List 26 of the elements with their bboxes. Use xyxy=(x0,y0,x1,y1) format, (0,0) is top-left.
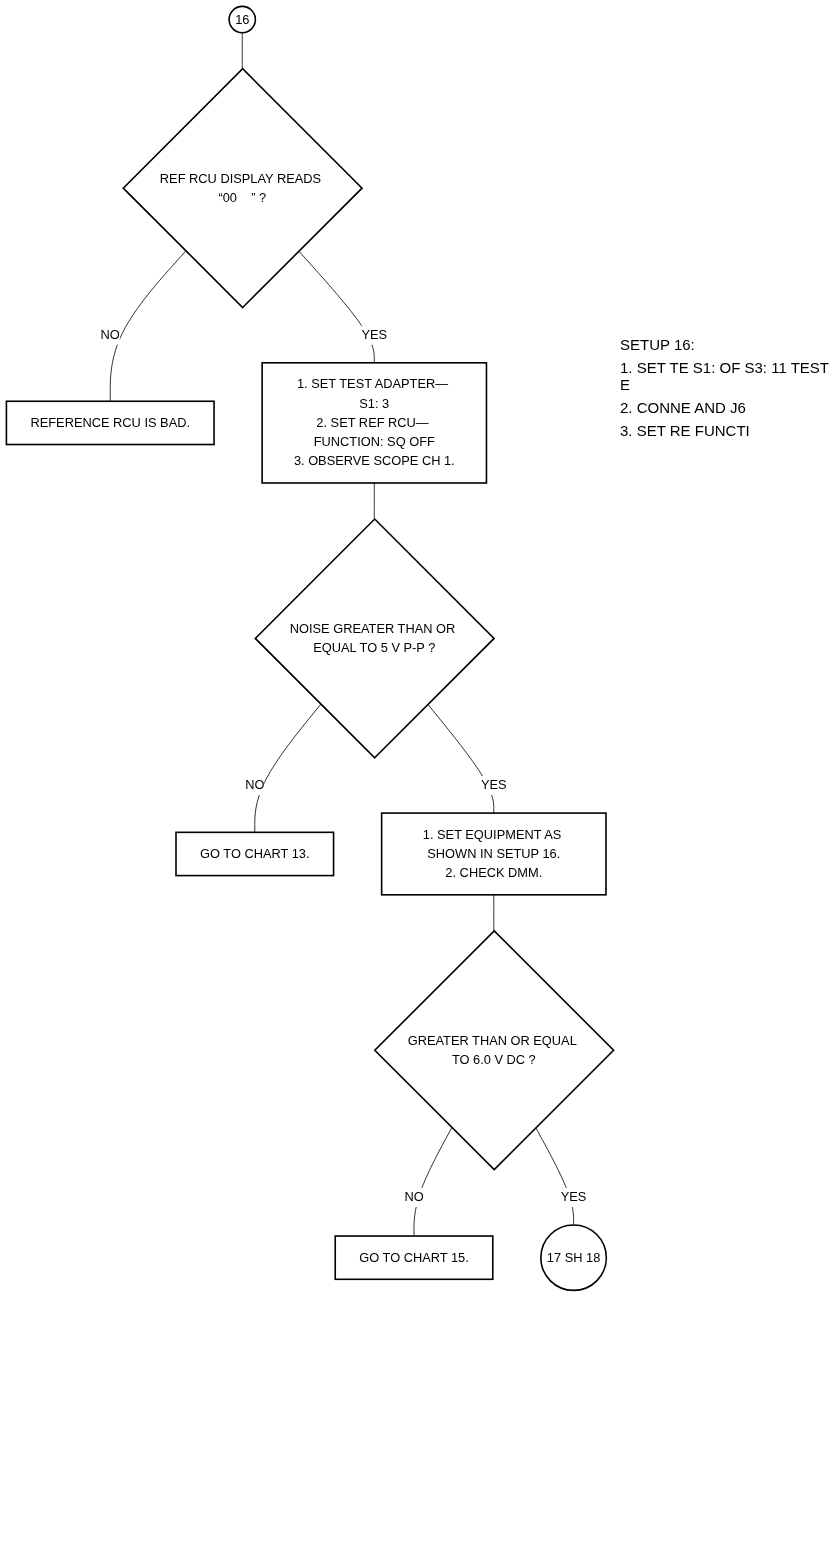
connector xyxy=(254,703,322,833)
setup-note: 3. SET RE FUNCTI xyxy=(620,422,751,439)
node-circle: 17 SH 18 xyxy=(540,1224,608,1292)
setup-note: SETUP 16: xyxy=(620,336,696,353)
setup-note: 1. SET TE S1: OF S3: 11 TEST E xyxy=(620,359,830,393)
edge-label: NO xyxy=(245,778,265,792)
edge-label: YES xyxy=(480,778,507,792)
connector xyxy=(493,894,495,932)
edge-label: YES xyxy=(361,327,388,342)
node-diamond: NOISE GREATER THAN OR EQUAL TO 5 V P-P ? xyxy=(254,517,496,759)
edge-label: NO xyxy=(100,327,120,342)
connector xyxy=(109,250,187,402)
connector xyxy=(413,1127,453,1237)
edge-label: NO xyxy=(404,1190,424,1204)
node-box: REFERENCE RCU IS BAD. xyxy=(5,400,215,446)
edge-label: YES xyxy=(560,1190,587,1204)
node-diamond: REF RCU DISPLAY READS “00 ” ? xyxy=(122,67,364,309)
node-box: 1. SET TEST ADAPTER— S1: 3 2. SET REF RCU— FUNCTION: SQ OFF 3. OBSERVE SCOPE CH 1. xyxy=(261,362,488,484)
node-diamond: GREATER THAN OR EQUAL TO 6.0 V DC ? xyxy=(373,929,615,1171)
setup-note: 2. CONNE AND J6 xyxy=(620,399,747,416)
node-box: GO TO CHART 15. xyxy=(334,1235,494,1281)
node-circle: 16 xyxy=(228,5,257,34)
connector xyxy=(373,482,375,520)
node-box: 1. SET EQUIPMENT AS SHOWN IN SETUP 16. 2. CHECK DMM. xyxy=(380,812,607,896)
node-box: GO TO CHART 13. xyxy=(175,831,335,877)
connector xyxy=(241,32,243,70)
